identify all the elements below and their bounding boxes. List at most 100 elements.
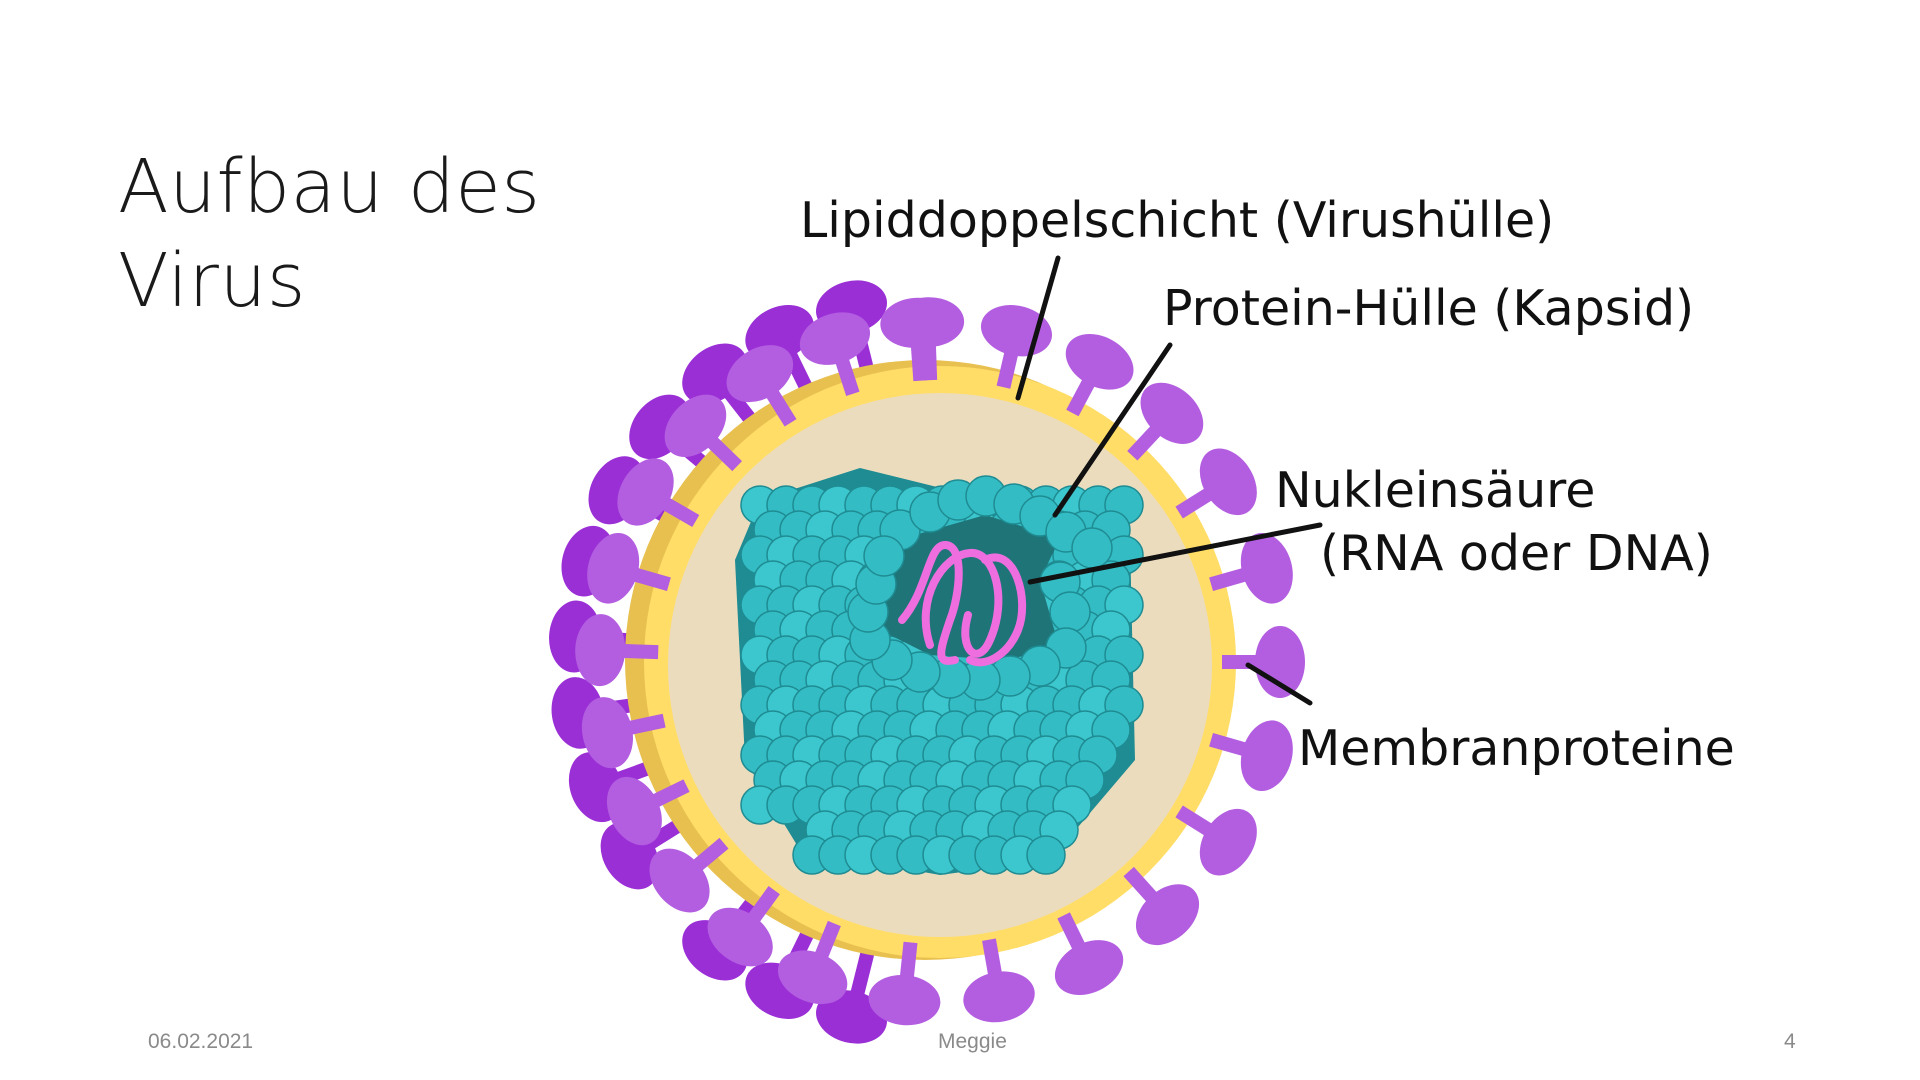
footer-date: 06.02.2021 xyxy=(148,1030,254,1053)
membrane-protein-head xyxy=(649,848,710,913)
slide-title: Aufbau des Virus xyxy=(118,140,638,328)
nucleic-acid xyxy=(898,540,1027,667)
capsomer-rim-20 xyxy=(863,535,905,577)
title-line-2: Virus xyxy=(118,238,306,324)
capsid xyxy=(735,468,1144,875)
capsomer-204 xyxy=(1026,835,1066,875)
label-nucleic-acid-type: (RNA oder DNA) xyxy=(1320,525,1713,582)
membrane-protein-head xyxy=(606,776,662,846)
membrane-protein-stalk xyxy=(813,920,841,962)
leader-line-lipid xyxy=(1015,255,1061,401)
membrane-protein-front-7 xyxy=(1209,720,1293,792)
capsomers-rim xyxy=(847,475,1113,701)
membrane-protein-head xyxy=(1065,333,1134,390)
membrane-protein-stalk xyxy=(619,643,659,660)
membrane-protein-head xyxy=(617,458,674,526)
footer-author: Meggie xyxy=(938,1030,1007,1053)
membrane-protein-stalk xyxy=(1057,912,1087,953)
membrane-protein-stalk xyxy=(625,713,666,736)
membrane-protein-stalk xyxy=(834,355,860,396)
membrane-protein-head xyxy=(963,971,1035,1023)
membrane-protein-head xyxy=(1240,720,1293,792)
membrane-protein-head xyxy=(664,394,727,457)
membrane-protein-front-22 xyxy=(726,345,797,427)
capsomer-rim-9 xyxy=(1049,591,1091,633)
membrane-protein-front-15 xyxy=(649,837,729,913)
membrane-protein-head xyxy=(587,532,640,604)
membrane-protein-stalk xyxy=(1175,805,1216,838)
membrane-protein-head xyxy=(1054,940,1124,996)
membrane-protein-stalk xyxy=(746,886,780,925)
membrane-protein-head xyxy=(880,297,953,348)
label-protein-capsid: Protein-Hülle (Kapsid) xyxy=(1163,280,1695,337)
membrane-protein-front-17 xyxy=(581,697,666,769)
membrane-protein-stalk xyxy=(704,434,743,472)
membrane-protein-head xyxy=(1135,884,1200,946)
membrane-protein-stalk xyxy=(630,567,671,591)
membrane-protein-head xyxy=(1255,626,1305,698)
nucleic-strand-3 xyxy=(966,553,1027,667)
spikes-front xyxy=(575,297,1305,1026)
membrane-protein-front-5 xyxy=(1209,532,1293,604)
membrane-protein-front-16 xyxy=(606,776,690,846)
nucleic-strand-2 xyxy=(921,549,1003,658)
membrane-protein-head xyxy=(575,614,626,687)
membrane-protein-head xyxy=(1240,532,1293,604)
membrane-protein-head xyxy=(1199,448,1257,516)
membrane-protein-front-23 xyxy=(799,312,871,396)
membrane-protein-stalk xyxy=(659,495,700,528)
membrane-protein-stalk xyxy=(1175,486,1216,519)
membrane-protein-front-6 xyxy=(1222,626,1305,698)
membrane-protein-head xyxy=(707,907,773,967)
membrane-protein-stalk xyxy=(996,348,1019,389)
membrane-protein-front-21 xyxy=(664,394,743,472)
membrane-protein-front-11 xyxy=(963,938,1035,1023)
membrane-protein-front-18 xyxy=(575,614,659,687)
leader-line-nucleic xyxy=(1027,522,1323,585)
membrane-protein-front-13 xyxy=(777,920,848,1005)
membrane-protein-stalk xyxy=(899,941,918,981)
title-line-1: Aufbau des xyxy=(118,144,541,230)
membrane-protein-stalk xyxy=(1127,423,1164,461)
membrane-protein-front-4 xyxy=(1175,448,1257,519)
leader-lines xyxy=(1015,255,1323,706)
membrane-protein-front-24 xyxy=(880,297,953,382)
membrane-protein-front-12 xyxy=(868,941,941,1026)
membrane-protein-head xyxy=(777,950,848,1005)
membrane-protein-head xyxy=(799,312,871,365)
membrane-protein-stalk xyxy=(690,837,729,874)
membrane-protein-front-20 xyxy=(617,458,700,528)
membrane-protein-stalk xyxy=(1123,866,1160,905)
footer-page-number: 4 xyxy=(1784,1030,1796,1053)
membrane-protein-stalk xyxy=(1209,567,1250,591)
membrane-protein-head xyxy=(1140,382,1204,444)
label-membrane-proteins: Membranproteine xyxy=(1298,720,1735,777)
membrane-protein-front-19 xyxy=(587,532,671,604)
membrane-protein-stalk xyxy=(649,779,690,809)
membrane-protein-stalk xyxy=(982,938,1003,979)
membrane-protein-front-3 xyxy=(1127,382,1204,461)
membrane-protein-stalk xyxy=(921,341,938,381)
membrane-protein-head xyxy=(1199,808,1257,876)
membrane-protein-front-10 xyxy=(1054,912,1124,996)
membrane-protein-head xyxy=(868,974,941,1026)
membrane-protein-stalk xyxy=(1066,376,1097,417)
label-nucleic-acid: Nukleinsäure xyxy=(1275,462,1596,519)
membrane-protein-head xyxy=(726,345,794,403)
leader-line-membrane xyxy=(1245,662,1313,706)
membrane-protein-stalk xyxy=(910,342,928,382)
membrane-protein-front-9 xyxy=(1123,866,1200,946)
membrane-protein-stalk xyxy=(1209,733,1250,757)
membrane-protein-stalk xyxy=(764,386,797,427)
membrane-protein-front-14 xyxy=(707,886,780,967)
capsomer-rim-7 xyxy=(1071,527,1113,569)
nucleic-strand-1 xyxy=(898,540,963,665)
leader-line-capsid xyxy=(1052,342,1173,518)
membrane-protein-front-2 xyxy=(1065,333,1134,417)
membrane-protein-head xyxy=(581,697,634,769)
membrane-protein-head xyxy=(816,990,887,1044)
membrane-protein-front-8 xyxy=(1175,805,1257,876)
label-lipid-bilayer: Lipiddoppelschicht (Virushülle) xyxy=(800,192,1555,249)
